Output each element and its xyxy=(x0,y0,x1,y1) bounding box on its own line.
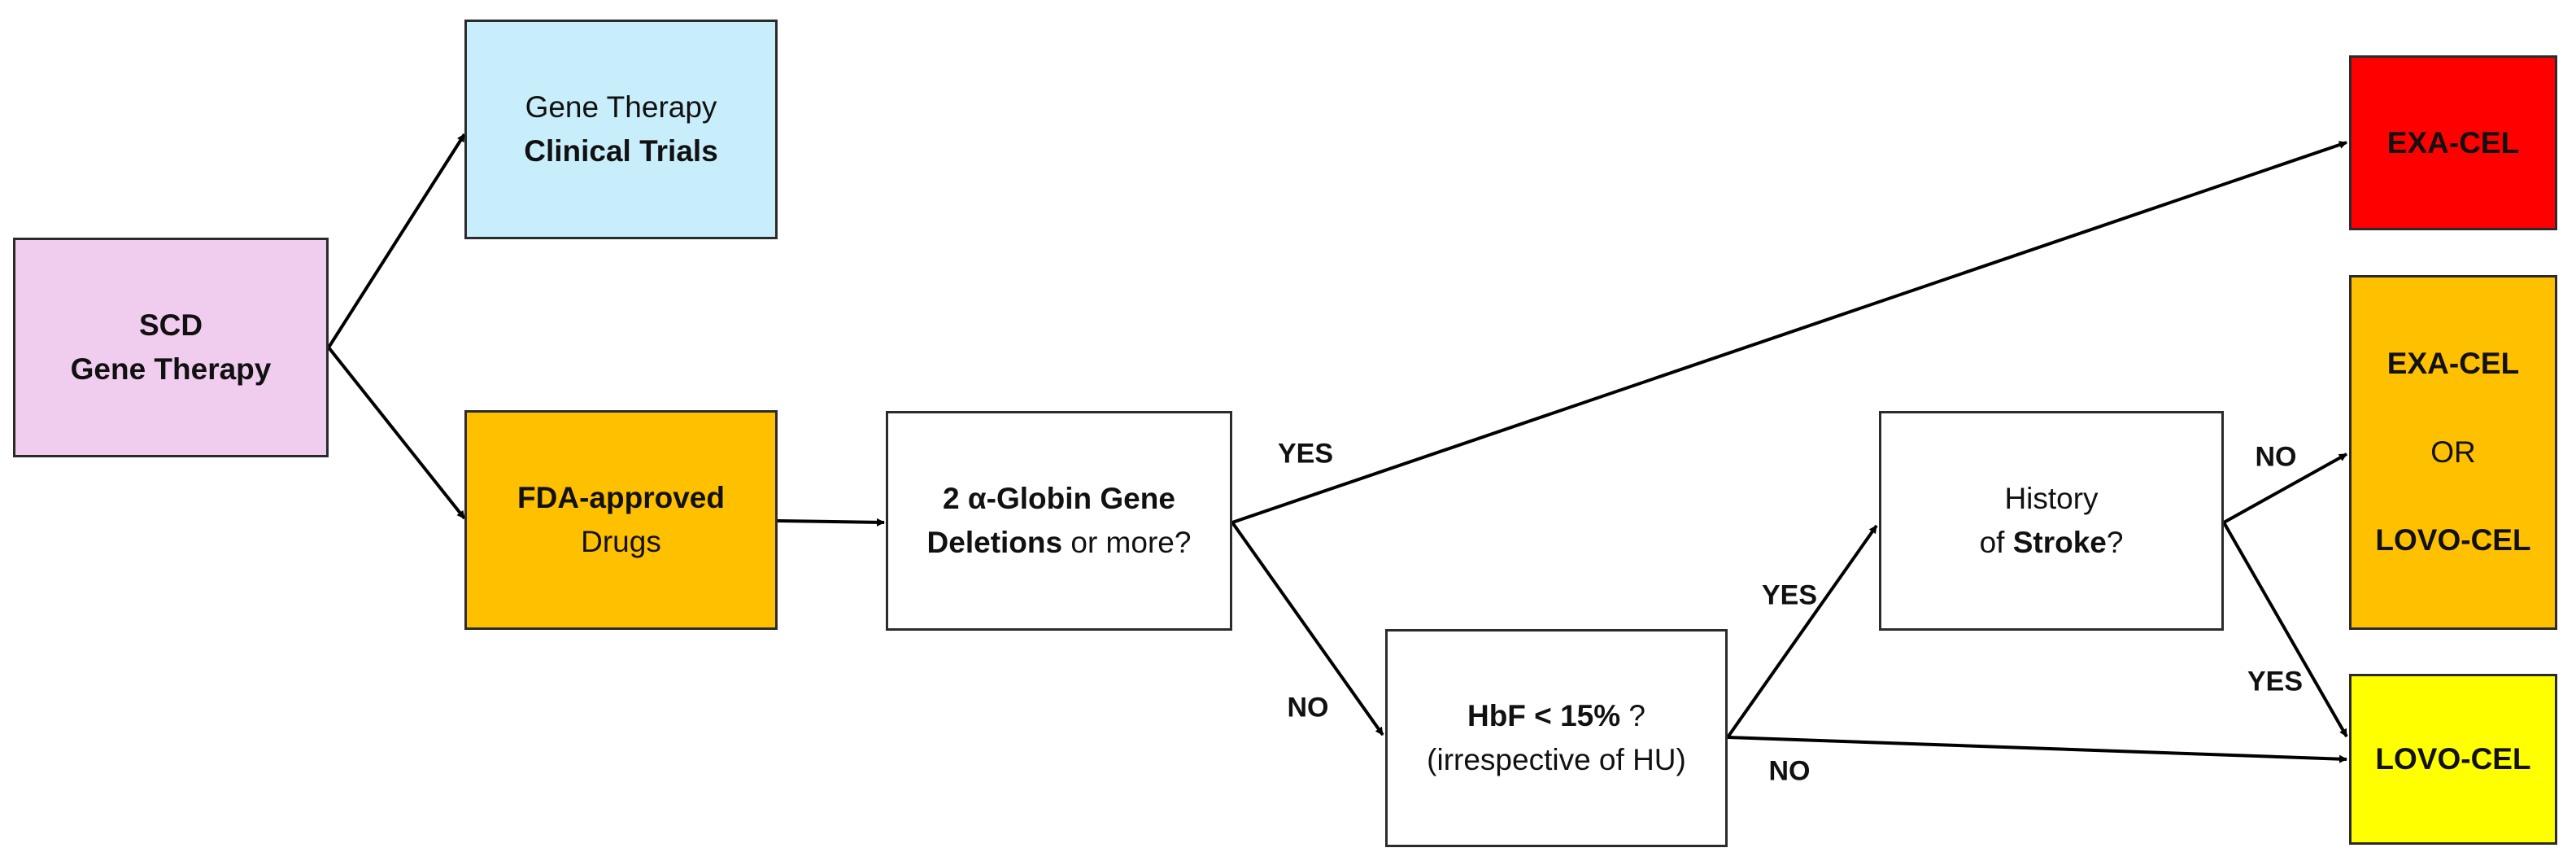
arrow-hbf-to-stroke xyxy=(1726,524,1878,739)
node-text: Gene Therapy xyxy=(70,352,272,386)
node-text: Drugs xyxy=(581,525,661,558)
node-text: of Stroke? xyxy=(1980,521,2124,565)
node-text: Gene Therapy xyxy=(525,90,717,125)
edge-label-globin-yes: YES xyxy=(1277,438,1334,470)
edge-label-globin-no: NO xyxy=(1287,692,1329,723)
node-text: LOVO-CEL xyxy=(2375,523,2531,557)
node-hbf-threshold: HbF < 15% ? (irrespective of HU) xyxy=(1385,629,1728,847)
node-text: OR xyxy=(2430,435,2476,469)
node-text-rest: or more? xyxy=(1062,526,1192,559)
node-history-of-stroke: History of Stroke? xyxy=(1879,411,2224,631)
node-text-pre: of xyxy=(1979,526,2013,559)
node-text-post: ? xyxy=(2106,526,2124,559)
node-alpha-globin-deletions: 2 α-Globin Gene Deletions or more? xyxy=(886,411,1232,631)
edge-label-stroke-no: NO xyxy=(2255,441,2297,473)
edge-label-hbf-no: NO xyxy=(1768,755,1811,787)
arrow-scd-to-fda xyxy=(327,346,466,520)
arrow-stroke-to-exa-or-lovo xyxy=(2223,452,2347,524)
arrow-globin-to-exacel xyxy=(1231,141,2347,524)
arrow-scd-to-trials xyxy=(327,133,466,349)
node-text: SCD xyxy=(138,308,203,343)
node-fda-approved-drugs: FDA-approved Drugs xyxy=(464,410,778,630)
node-gene-therapy-clinical-trials: Gene Therapy Clinical Trials xyxy=(464,20,778,239)
node-text-bold: HbF < 15% xyxy=(1467,699,1621,733)
arrow-fda-to-globin xyxy=(777,518,885,527)
node-text-bold: Deletions xyxy=(926,526,1063,559)
node-text: Deletions or more? xyxy=(927,521,1192,565)
node-lovo-cel: LOVO-CEL xyxy=(2349,674,2557,845)
node-text: 2 α-Globin Gene xyxy=(943,482,1175,516)
edge-label-stroke-yes: YES xyxy=(2247,666,2304,697)
edge-label-hbf-yes: YES xyxy=(1761,579,1818,611)
node-text-rest: ? xyxy=(1620,699,1645,733)
node-scd-gene-therapy: SCD Gene Therapy xyxy=(13,238,329,457)
arrow-globin-to-hbf xyxy=(1231,521,1384,736)
node-text: History xyxy=(2004,482,2099,516)
node-text: FDA-approved xyxy=(517,481,725,515)
node-text: Clinical Trials xyxy=(524,134,718,168)
node-text: LOVO-CEL xyxy=(2375,742,2531,776)
node-exa-cel-or-lovo-cel: EXA-CEL OR LOVO-CEL xyxy=(2349,275,2557,630)
node-exa-cel: EXA-CEL xyxy=(2349,55,2557,230)
node-text: EXA-CEL xyxy=(2386,347,2520,381)
arrow-stroke-to-lovocel xyxy=(2222,522,2348,737)
node-text: EXA-CEL xyxy=(2386,125,2520,160)
node-text-bold: Stroke xyxy=(2012,526,2107,559)
arrow-hbf-to-lovocel xyxy=(1727,736,2347,763)
node-text: HbF < 15% ? xyxy=(1467,694,1645,738)
node-text: (irrespective of HU) xyxy=(1427,743,1686,776)
